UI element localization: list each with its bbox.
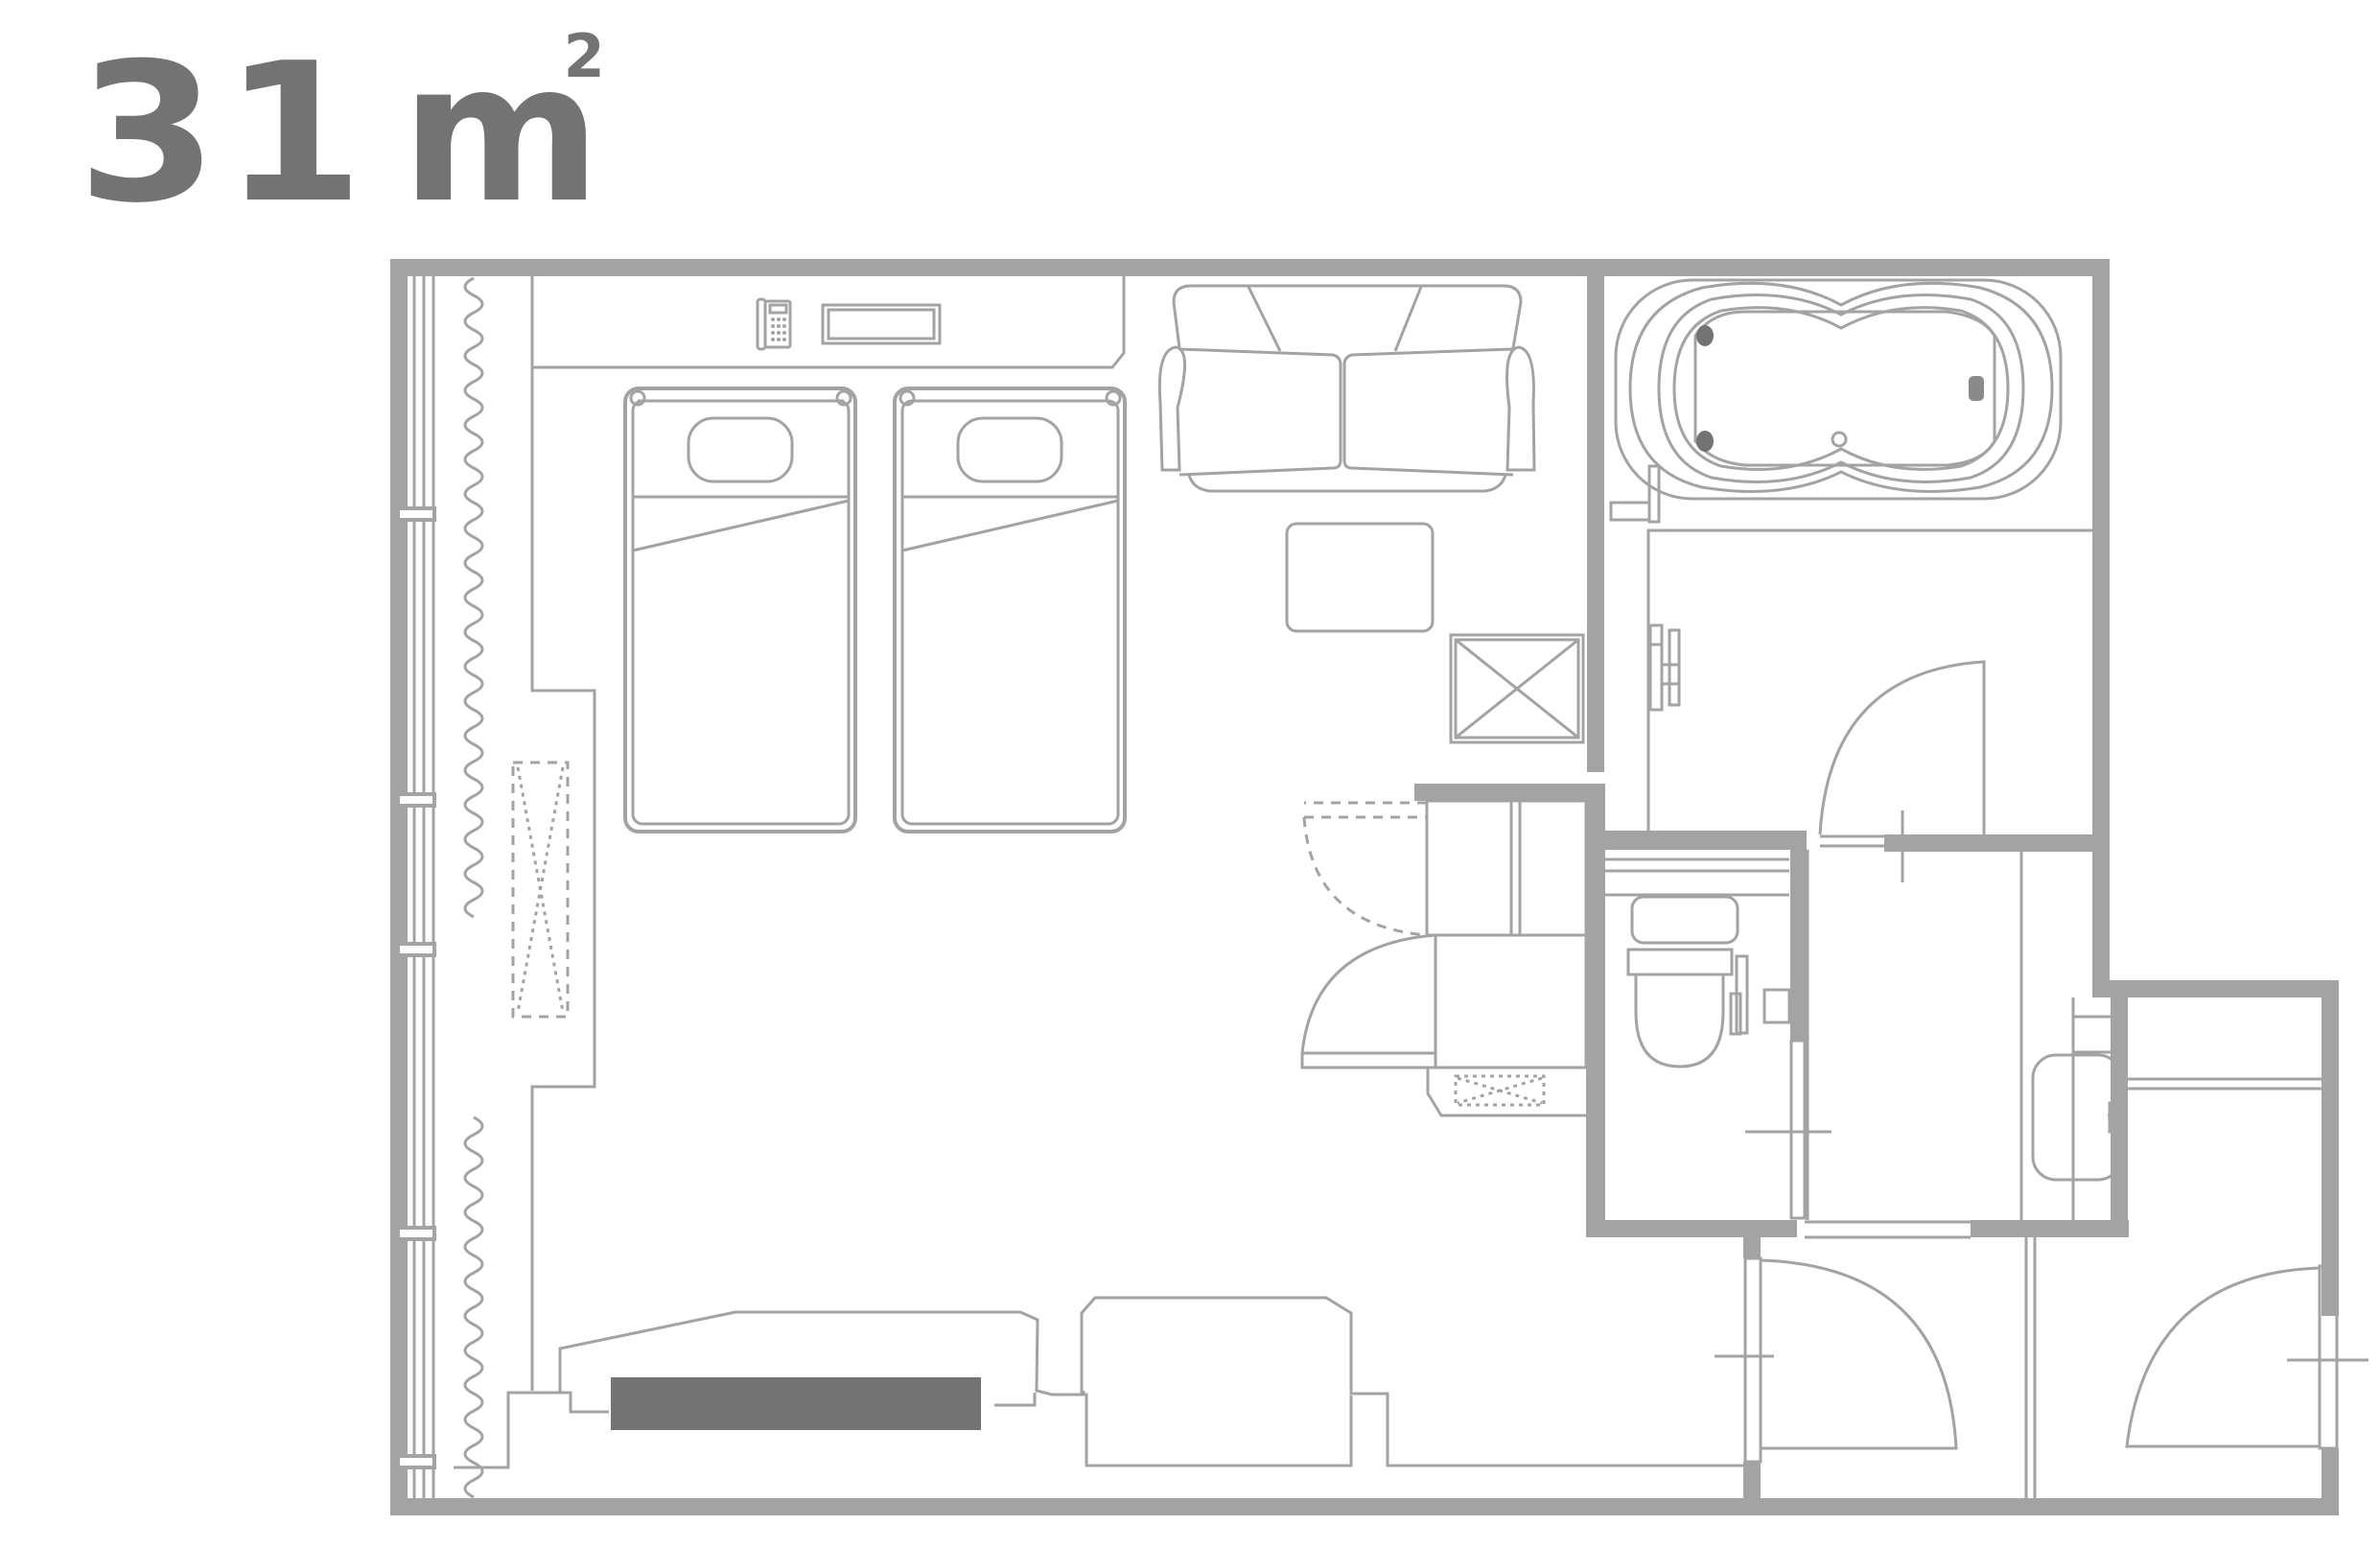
area-value: 31 (77, 22, 370, 246)
entry-corridor (2024, 1237, 2037, 1498)
closet-door-dashed (1302, 801, 1428, 937)
shower-area (1646, 528, 2092, 836)
telephone-icon (756, 297, 792, 351)
luggage-rack-dashed (511, 761, 570, 1019)
outer-walls (390, 259, 2339, 1515)
shoe-shelf (1426, 1068, 1586, 1117)
toilet (1605, 857, 1791, 1068)
tv-cabinet (454, 1310, 1085, 1469)
toilet-door (1745, 1039, 1832, 1220)
desk-counter (532, 276, 1126, 369)
luggage-stand (1449, 633, 1585, 744)
bathroom-door (1818, 660, 1986, 882)
area-unit-text: m (401, 22, 607, 246)
window-counter (530, 276, 596, 1391)
closet (1425, 799, 1588, 937)
coffee-table (1285, 522, 1435, 633)
twin-bed-right (893, 387, 1127, 833)
twin-bed-left (623, 387, 857, 833)
entry-door-right (2125, 1264, 2368, 1450)
wash-basin (2031, 1053, 2123, 1182)
window (396, 276, 436, 1498)
interior-walls (1414, 259, 2129, 1510)
curtain-top (463, 276, 484, 919)
sofa (1157, 284, 1536, 493)
desk-tray (821, 303, 942, 345)
curtain-bottom (463, 1115, 484, 1499)
storage-right (2128, 1077, 2322, 1091)
area-unit-superscript: 2 (563, 21, 611, 91)
entry-door-left (1715, 1256, 1958, 1464)
refrigerator-cabinet (1300, 933, 1588, 1069)
bathtub (1609, 278, 2063, 524)
tv (611, 1377, 981, 1430)
minibar-cabinet (1080, 1296, 1745, 1467)
washroom (1805, 850, 2111, 1239)
